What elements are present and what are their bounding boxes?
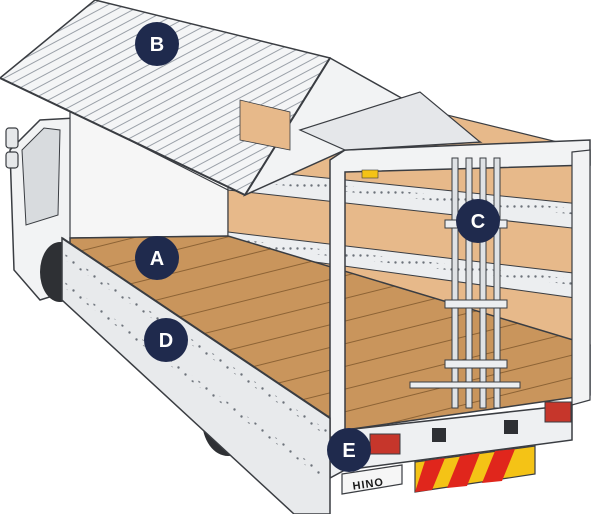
left-tail-lamp	[369, 433, 401, 455]
callout-b-label: B	[150, 34, 164, 56]
side-gate-panel	[61, 236, 331, 514]
callout-d: D	[144, 318, 188, 362]
callout-d-label: D	[159, 330, 173, 352]
rear-bumper: HINO	[329, 401, 573, 495]
callout-c-label: C	[471, 211, 485, 233]
right-tail-lamp	[544, 401, 572, 423]
side-mirror	[5, 127, 19, 149]
callout-a-label: A	[150, 248, 164, 270]
callout-c: C	[456, 199, 500, 243]
callout-b: B	[135, 22, 179, 66]
callout-a: A	[135, 236, 179, 280]
callout-e: E	[327, 428, 371, 472]
wing-roof-raised	[0, 0, 483, 197]
callout-e-label: E	[342, 440, 355, 462]
chevron-reflector-plate	[414, 445, 536, 493]
brand-plate: HINO	[341, 464, 403, 495]
brand-plate-text: HINO	[352, 476, 385, 492]
